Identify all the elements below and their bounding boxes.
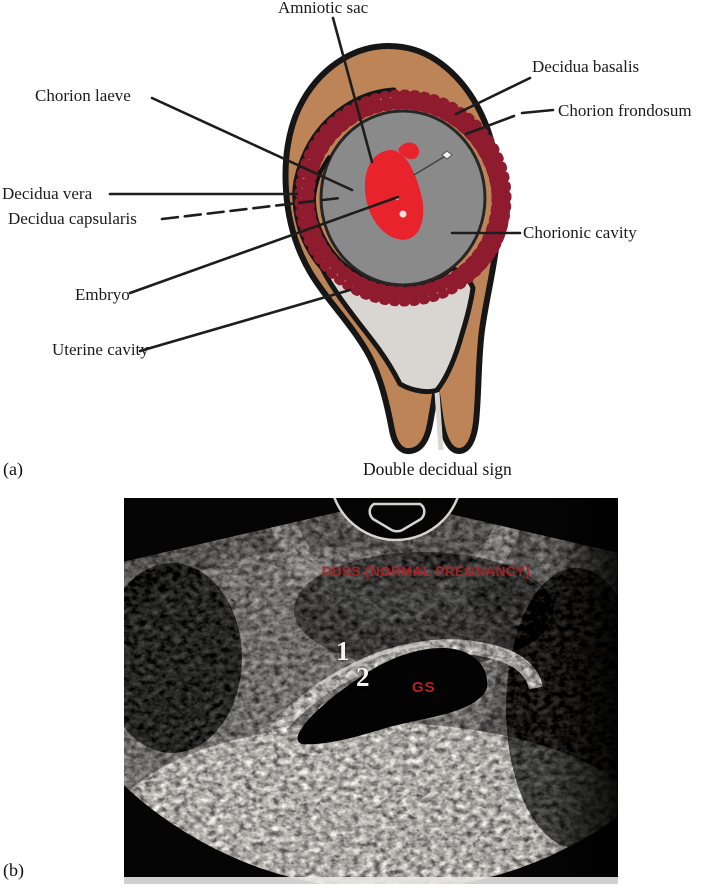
leader-uterine-cavity — [138, 288, 352, 353]
cervical-canal-gap — [434, 391, 444, 451]
label-decidua-capsularis: Decidua capsularis — [8, 209, 137, 228]
label-decidua-vera: Decidua vera — [2, 184, 93, 203]
leader-decidua-basalis — [454, 76, 532, 116]
label-amniotic-sac: Amniotic sac — [278, 0, 369, 17]
ultrasound-render — [124, 498, 618, 884]
panel-a-letter: (a) — [3, 459, 23, 479]
uterus-diagram — [108, 16, 555, 455]
gestational-sac-shape — [297, 648, 488, 745]
leader-embryo — [128, 195, 400, 295]
marker-2: 2 — [356, 662, 370, 692]
leader-amniotic-sac — [331, 16, 374, 164]
leader-chorion-laeve — [150, 96, 354, 192]
yolk-stalk-line — [413, 154, 448, 176]
embryo-shape — [364, 142, 453, 240]
marker-1: 1 — [336, 636, 350, 666]
label-embryo: Embryo — [75, 285, 130, 304]
ultrasound-title: DDSS (NORMAL PREGNANCY) — [321, 564, 531, 579]
decidua-line-1 — [319, 642, 431, 686]
label-chorion-laeve: Chorion laeve — [35, 86, 131, 105]
leader-chorion-frondosum — [464, 108, 555, 136]
panel-a-caption: Double decidual sign — [363, 459, 512, 479]
label-chorion-frondosum: Chorion frondosum — [558, 101, 692, 120]
gestational-sac-label: GS — [412, 679, 436, 696]
label-decidua-basalis: Decidua basalis — [532, 57, 640, 76]
bottom-strip — [124, 877, 618, 884]
ultrasound-image: DDSS (NORMAL PREGNANCY) 1 2 GS — [124, 498, 618, 884]
label-uterine-cavity: Uterine cavity — [52, 340, 149, 359]
transducer-icon — [333, 498, 459, 542]
right-shadow — [544, 498, 618, 884]
label-chorionic-cavity: Chorionic cavity — [523, 223, 637, 242]
leader-lines — [108, 16, 555, 353]
leader-decidua-capsularis — [160, 196, 342, 221]
panel-b-letter: (b) — [3, 860, 24, 880]
yolk-sac-dot — [441, 150, 453, 160]
